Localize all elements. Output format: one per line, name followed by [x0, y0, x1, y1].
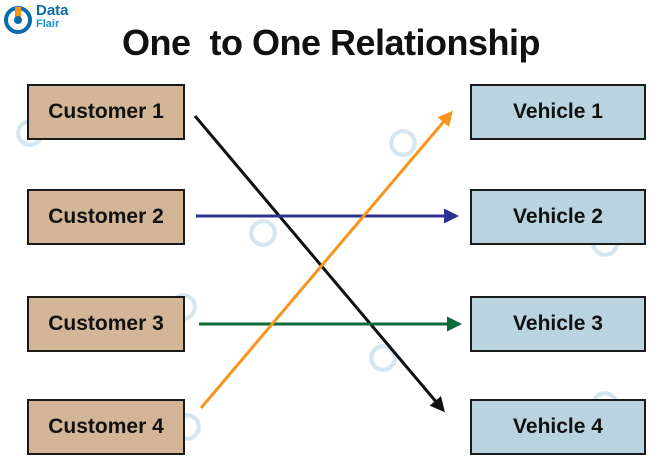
logo-line2: Flair [36, 18, 60, 30]
vehicle-1-box: Vehicle 1 [470, 84, 646, 140]
logo-line1: Data [36, 2, 69, 19]
customer-1-box: Customer 1 [27, 84, 185, 140]
arrow-customer1-vehicle4 [193, 115, 445, 413]
vehicle-4-box: Vehicle 4 [470, 399, 646, 455]
logo-text: Data Flair [36, 2, 69, 30]
dataflair-logo: Data Flair [4, 2, 69, 36]
vehicle-3-box: Vehicle 3 [470, 296, 646, 352]
customer-2-box: Customer 2 [27, 189, 185, 245]
dataflair-logo-icon [4, 6, 32, 34]
page-title: One to One Relationship [121, 22, 541, 63]
customer-4-box: Customer 4 [27, 399, 185, 455]
arrow-customer4-vehicle1 [199, 110, 453, 409]
customer-3-box: Customer 3 [27, 296, 185, 352]
vehicle-2-box: Vehicle 2 [470, 189, 646, 245]
